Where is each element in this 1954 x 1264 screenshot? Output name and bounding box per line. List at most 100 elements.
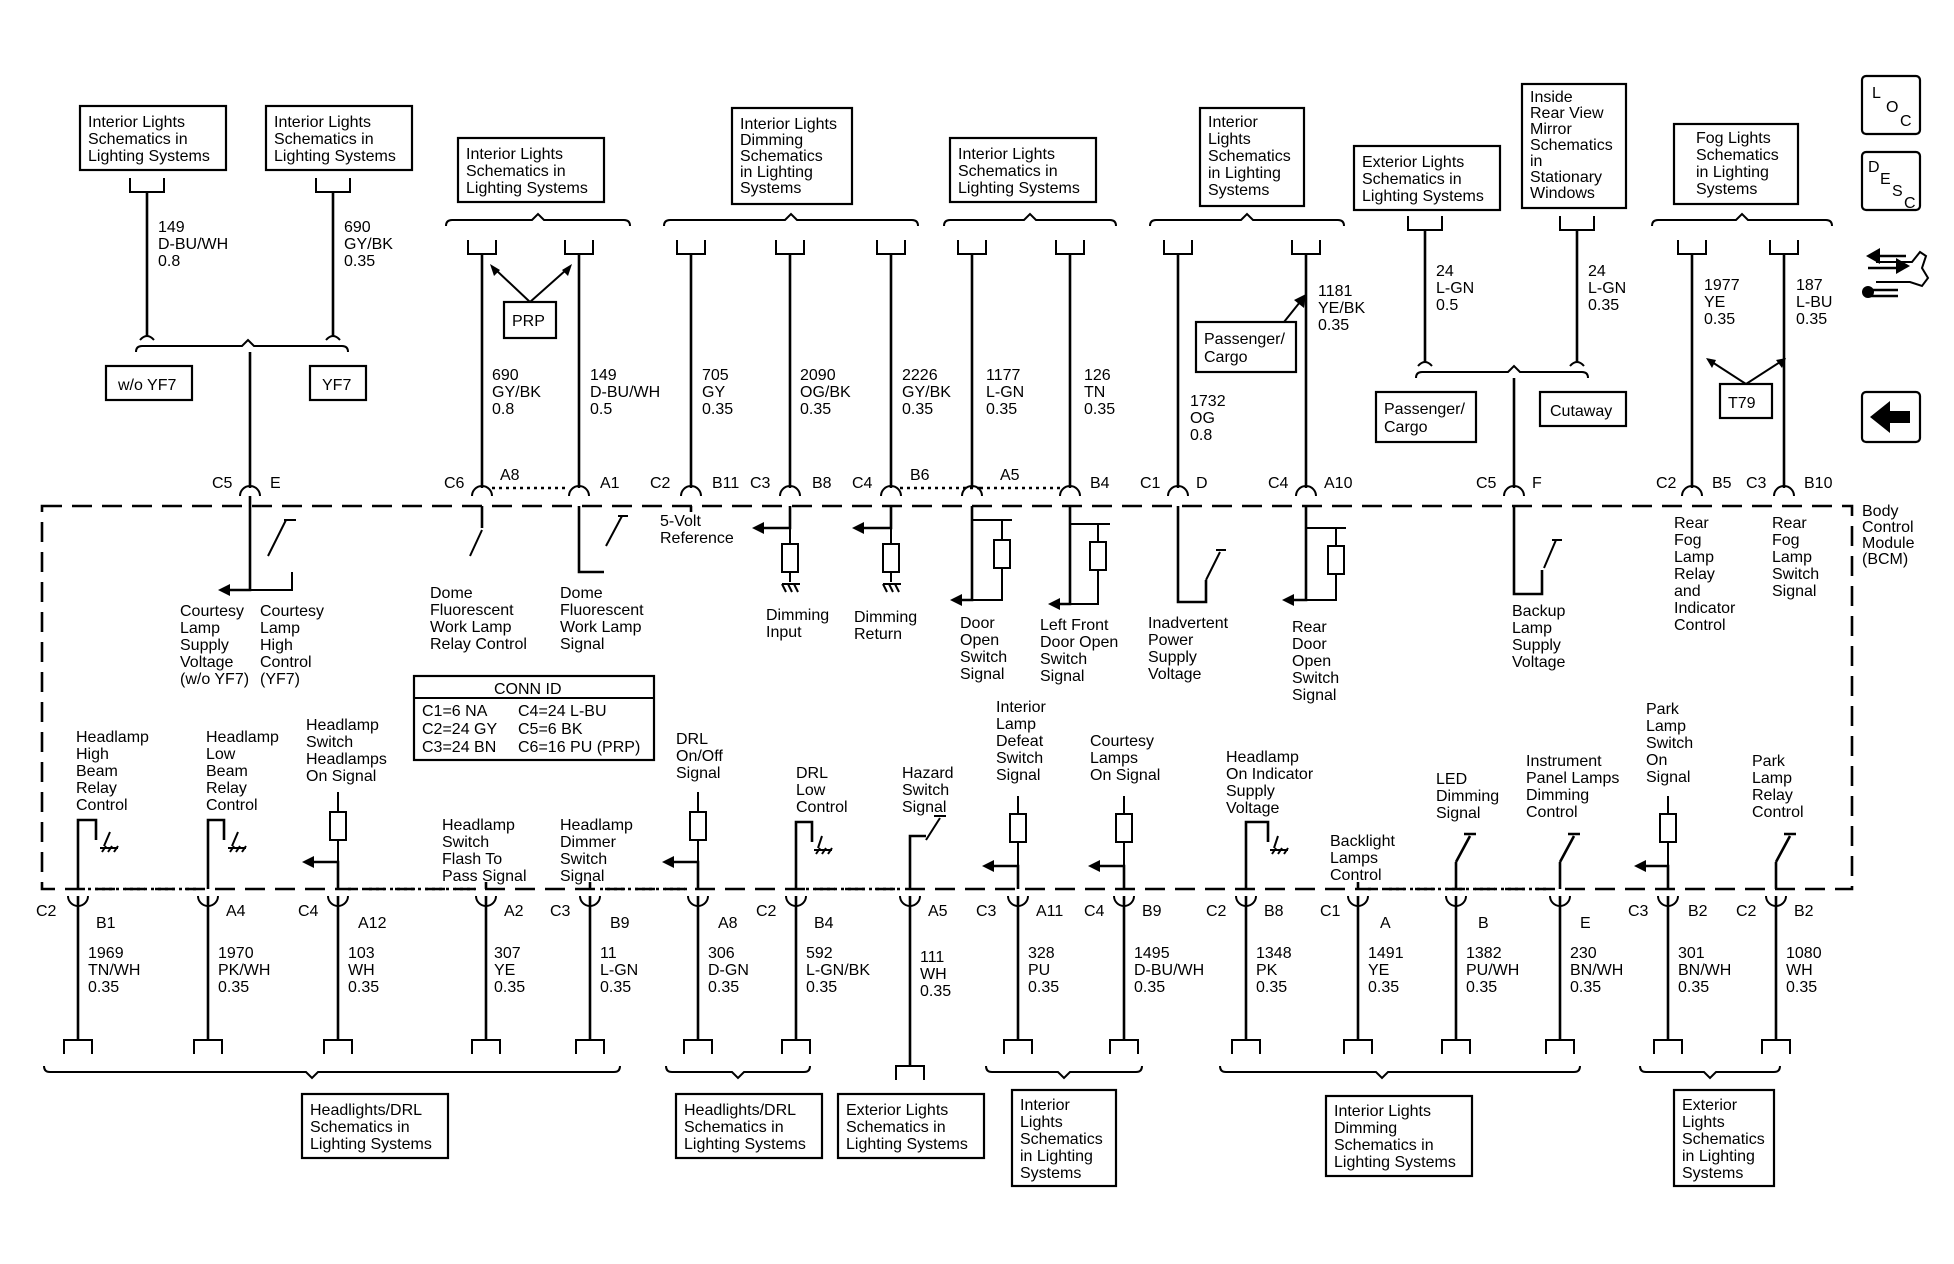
svg-text:C3: C3 <box>750 475 771 492</box>
svg-text:C4: C4 <box>298 903 319 920</box>
svg-text:B6: B6 <box>910 467 930 484</box>
svg-text:D: D <box>1196 475 1208 492</box>
svg-text:C5: C5 <box>1476 475 1497 492</box>
svg-text:B10: B10 <box>1804 475 1833 492</box>
svg-text:T79: T79 <box>1728 395 1756 412</box>
back-arrow-icon[interactable] <box>1860 390 1922 444</box>
bottom-terminal-pins <box>63 1039 1791 1080</box>
svg-text:B11: B11 <box>712 475 739 492</box>
option-prp[interactable]: PRP <box>502 300 558 340</box>
svg-text:C2: C2 <box>1656 475 1677 492</box>
svg-text:E: E <box>1580 915 1591 932</box>
bcm-boundary <box>40 504 1854 891</box>
option-yf7[interactable]: YF7 <box>308 364 368 402</box>
svg-text:B8: B8 <box>1264 903 1284 920</box>
desc-icon[interactable]: D E S C <box>1860 150 1922 212</box>
option-t79[interactable]: T79 <box>1718 382 1774 420</box>
svg-text:C6: C6 <box>444 475 465 492</box>
svg-text:Passenger/Cargo: Passenger/Cargo <box>1204 331 1285 366</box>
top-connectors <box>239 485 1795 506</box>
svg-text:F: F <box>1532 475 1542 492</box>
svg-text:C3: C3 <box>550 903 571 920</box>
bottom-connector-labels: C2 B1 A4 C4 A12 A2 C3 B9 A8 C2 B4 A5 C3 … <box>36 903 1814 932</box>
svg-text:C: C <box>1900 113 1912 130</box>
svg-text:C3: C3 <box>976 903 997 920</box>
top-wires <box>135 192 1786 488</box>
option-cutaway[interactable]: Cutaway <box>1538 390 1628 428</box>
svg-text:A2: A2 <box>504 903 524 920</box>
svg-text:A8: A8 <box>718 915 738 932</box>
svg-text:B2: B2 <box>1794 903 1814 920</box>
svg-text:C5: C5 <box>212 475 233 492</box>
svg-text:C4: C4 <box>1084 903 1105 920</box>
svg-text:C3: C3 <box>1628 903 1649 920</box>
svg-text:C4=24 L-BU: C4=24 L-BU <box>518 703 607 720</box>
connector-wrench-icon[interactable] <box>1862 248 1930 298</box>
option-passenger-cargo-b[interactable]: Passenger/Cargo <box>1374 390 1478 444</box>
svg-text:C4: C4 <box>852 475 873 492</box>
svg-text:B: B <box>1478 915 1489 932</box>
conn-id-table: CONN ID C1=6 NA C4=24 L-BU C2=24 GY C5=6… <box>412 674 656 762</box>
option-wo-yf7[interactable]: w/o YF7 <box>104 364 194 402</box>
svg-text:C: C <box>1904 195 1916 212</box>
option-passenger-cargo-a[interactable]: Passenger/Cargo <box>1194 320 1298 374</box>
svg-text:O: O <box>1886 99 1898 116</box>
svg-text:S: S <box>1892 183 1903 200</box>
top-terminal-pins <box>467 240 1799 255</box>
svg-text:C4: C4 <box>1268 475 1289 492</box>
loc-icon[interactable]: L O C <box>1860 74 1922 136</box>
